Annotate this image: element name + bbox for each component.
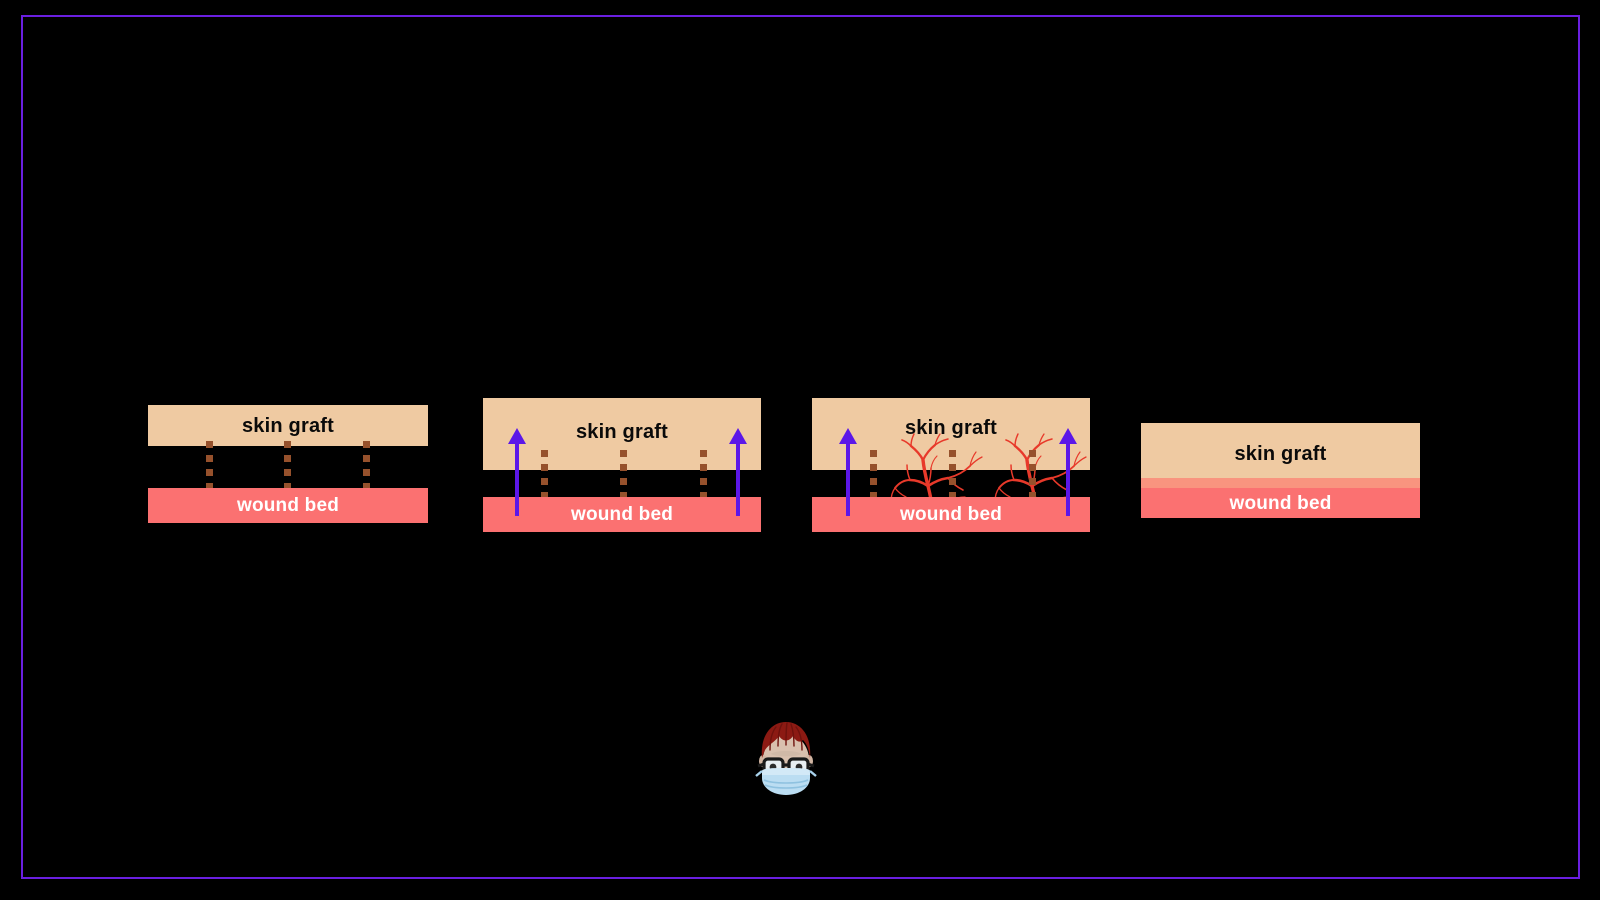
panel-1-dotted-connector	[206, 441, 213, 495]
panel-3-skin-graft-label: skin graft	[904, 417, 998, 439]
panel-2-skin-graft-label: skin graft	[575, 421, 669, 443]
panel-2-wound-bed-band: wound bed	[483, 497, 761, 532]
face-mask-icon	[755, 768, 817, 795]
panel-4-skin-graft-band: skin graft	[1141, 423, 1420, 478]
panel-2-dotted-connector	[541, 450, 548, 499]
panel-1-imbibition: skin graft wound bed	[148, 405, 428, 523]
panel-4-wound-bed-label: wound bed	[1229, 492, 1332, 514]
panel-1-wound-bed-band: wound bed	[148, 488, 428, 523]
panel-3-dotted-connector	[1029, 450, 1036, 499]
health-worker-avatar	[755, 722, 817, 795]
panel-1-dotted-connector	[284, 441, 291, 495]
panel-1-dotted-connector	[363, 441, 370, 495]
panel-3-dotted-connector	[870, 450, 877, 499]
panel-1-skin-graft-label: skin graft	[241, 414, 335, 437]
panel-3-revascularization: skin graft	[812, 398, 1090, 532]
panel-3-revascularization-arrow	[1059, 428, 1077, 516]
panel-3-dotted-connector	[949, 450, 956, 499]
panel-3-wound-bed-band: wound bed	[812, 497, 1090, 532]
panel-2-wound-bed-label: wound bed	[570, 504, 674, 525]
panel-2-dotted-connector	[700, 450, 707, 499]
panel-4-maturation: skin graft wound bed	[1141, 423, 1420, 518]
panel-3-revascularization-arrow	[839, 428, 857, 516]
panel-4-skin-graft-label: skin graft	[1234, 442, 1327, 465]
panel-2-dotted-connector	[620, 450, 627, 499]
panel-3-wound-bed-label: wound bed	[899, 504, 1003, 525]
panel-1-skin-graft-band: skin graft	[148, 405, 428, 446]
panel-4-wound-bed-band: wound bed	[1141, 488, 1420, 518]
panel-1-wound-bed-label: wound bed	[236, 495, 340, 516]
panel-4-graft-take-interface	[1141, 478, 1420, 488]
panel-2-inosculation: skin graft wound bed	[483, 398, 761, 532]
panel-2-revascularization-arrow	[508, 428, 526, 516]
panel-2-revascularization-arrow	[729, 428, 747, 516]
